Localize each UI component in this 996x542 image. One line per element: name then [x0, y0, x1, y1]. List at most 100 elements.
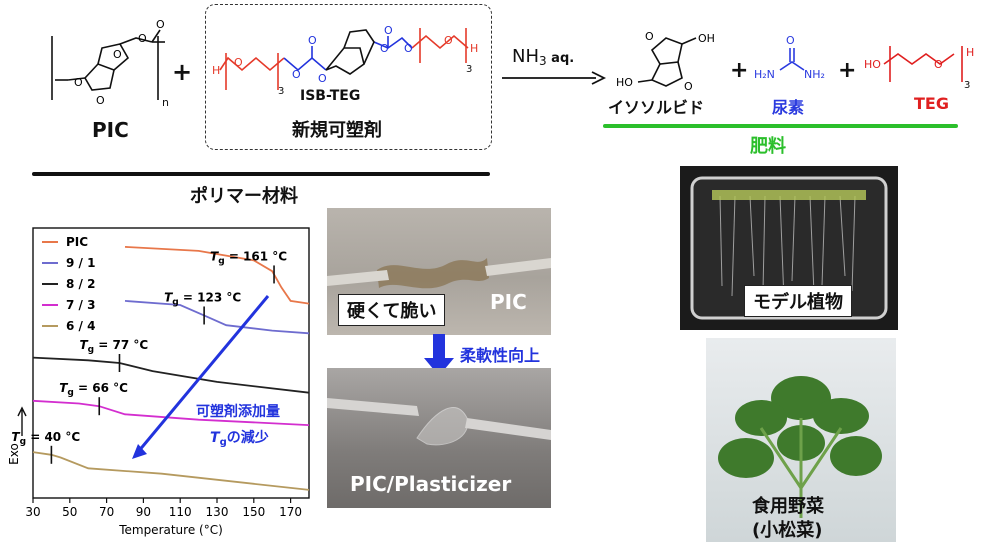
x-axis-label: Temperature (°C) — [118, 523, 223, 537]
pic-label: PIC — [92, 118, 129, 142]
svg-text:H₂N: H₂N — [754, 68, 775, 81]
x-tick-label-2: 70 — [99, 505, 114, 519]
series-line-1 — [124, 300, 310, 335]
svg-text:H: H — [212, 64, 220, 77]
fertilizer-bar — [603, 124, 958, 128]
plot-frame — [32, 227, 310, 499]
isb-teg-box — [205, 4, 492, 150]
series-line-2 — [32, 356, 310, 394]
photo-komatsuna — [706, 338, 896, 542]
x-tick-label-3: 90 — [136, 505, 151, 519]
x-tick-label-4: 110 — [169, 505, 192, 519]
x-tick-label-0: 30 — [25, 505, 40, 519]
tg-label-4: Tg = 40 °C — [11, 430, 80, 447]
svg-text:3: 3 — [278, 86, 284, 97]
svg-text:O: O — [318, 72, 327, 85]
legend-label-1: 9 / 1 — [66, 256, 95, 270]
svg-text:NH₂: NH₂ — [804, 68, 825, 81]
svg-text:H: H — [966, 46, 974, 59]
model-plant-label: モデル植物 — [744, 285, 852, 317]
svg-text:O: O — [786, 34, 795, 47]
isb-teg-structure: H O 3 O O O O O O O H 3 — [212, 24, 478, 97]
annotation-tg-t: T — [210, 430, 221, 446]
product-isosorbide: イソソルビド — [608, 98, 705, 117]
plus-sign-1: + — [172, 58, 193, 86]
reaction-arrow — [502, 71, 607, 85]
series-line-3 — [32, 399, 310, 426]
petri-dish-illustration — [690, 176, 888, 320]
urea-structure: O H₂N NH₂ — [754, 34, 825, 81]
teg-structure: HO O H 3 — [864, 46, 974, 91]
trend-arrow — [136, 295, 270, 453]
svg-text:O: O — [292, 68, 301, 81]
bent-film-illustration — [327, 398, 551, 446]
svg-text:H: H — [470, 42, 478, 55]
pic-structure: O O O O O — [51, 18, 165, 107]
reagent-label: NH3 aq. — [512, 46, 574, 68]
isb-teg-label: ISB-TEG — [300, 88, 361, 104]
polymer-material-label: ポリマー材料 — [190, 186, 298, 207]
x-tick-label-5: 130 — [206, 505, 229, 519]
plus-sign-2: + — [730, 58, 749, 83]
reagent-sub: 3 — [539, 54, 547, 68]
svg-text:O: O — [138, 32, 147, 45]
y-axis-label: Exo — [7, 443, 21, 465]
trend-arrowhead — [132, 444, 147, 459]
svg-text:O: O — [934, 58, 943, 71]
tg-label-0: Tg = 161 °C — [210, 249, 287, 266]
svg-text:O: O — [96, 94, 105, 107]
svg-text:HO: HO — [616, 76, 633, 89]
svg-text:O: O — [384, 24, 393, 37]
down-arrow — [424, 334, 454, 376]
photo-pic-label: PIC — [490, 290, 527, 314]
series-line-4 — [32, 451, 310, 491]
tg-label-2: Tg = 77 °C — [79, 338, 148, 355]
tg-label-3: Tg = 66 °C — [59, 381, 128, 398]
product-teg: TEG — [914, 94, 949, 113]
vegetable-label-2: (小松菜) — [752, 520, 823, 541]
product-urea: 尿素 — [772, 98, 805, 117]
x-tick-label-6: 150 — [242, 505, 265, 519]
series-line-0 — [124, 246, 310, 305]
svg-text:O: O — [380, 42, 389, 55]
annotation-tg-sub: g — [220, 437, 227, 448]
svg-text:O: O — [74, 76, 83, 89]
annotation-plasticizer: 可塑剤添加量 — [196, 403, 280, 420]
x-tick-label-7: 170 — [279, 505, 302, 519]
new-plasticizer-label: 新規可塑剤 — [292, 120, 382, 141]
svg-text:O: O — [444, 34, 453, 47]
film-illustration — [327, 258, 551, 289]
legend-label-3: 7 / 3 — [66, 298, 95, 312]
dsc-chart: 30 50 70 90 110 130 150 170 Temperature (°C) Ex… — [7, 227, 310, 537]
legend-label-2: 8 / 2 — [66, 277, 95, 291]
fertilizer-label: 肥料 — [750, 136, 786, 157]
svg-text:OH: OH — [698, 32, 715, 45]
y-axis-arrow — [17, 406, 27, 436]
svg-text:O: O — [684, 80, 693, 93]
vegetable-label-1: 食用野菜 — [752, 496, 824, 517]
svg-text:3: 3 — [964, 80, 970, 91]
svg-text:O: O — [234, 56, 243, 69]
svg-text:HO: HO — [864, 58, 881, 71]
legend-label-4: 6 / 4 — [66, 319, 95, 333]
svg-text:O: O — [308, 34, 317, 47]
reagent-nh: NH — [512, 46, 539, 67]
svg-text:3: 3 — [466, 64, 472, 75]
x-tick-label-1: 50 — [62, 505, 77, 519]
polymer-bar — [32, 172, 490, 176]
pic-plasticizer-label: PIC/Plasticizer — [350, 472, 512, 496]
hard-brittle-label: 硬くて脆い — [338, 294, 446, 326]
annotation-tg-suffix: の減少 — [227, 429, 269, 446]
plus-sign-3: + — [838, 58, 857, 83]
annotation-tg: Tgの減少 — [210, 429, 269, 448]
svg-text:O: O — [156, 18, 165, 31]
svg-text:O: O — [645, 30, 654, 43]
legend-label-0: PIC — [66, 235, 88, 249]
isosorbide-structure: OH HO O O — [616, 30, 715, 93]
svg-text:O: O — [113, 48, 122, 61]
komatsuna-illustration — [718, 376, 882, 518]
svg-text:O: O — [404, 42, 413, 55]
photo-pic-plasticizer — [327, 368, 551, 508]
flexibility-label: 柔軟性向上 — [460, 346, 541, 365]
tg-label-1: Tg = 123 °C — [164, 290, 241, 307]
